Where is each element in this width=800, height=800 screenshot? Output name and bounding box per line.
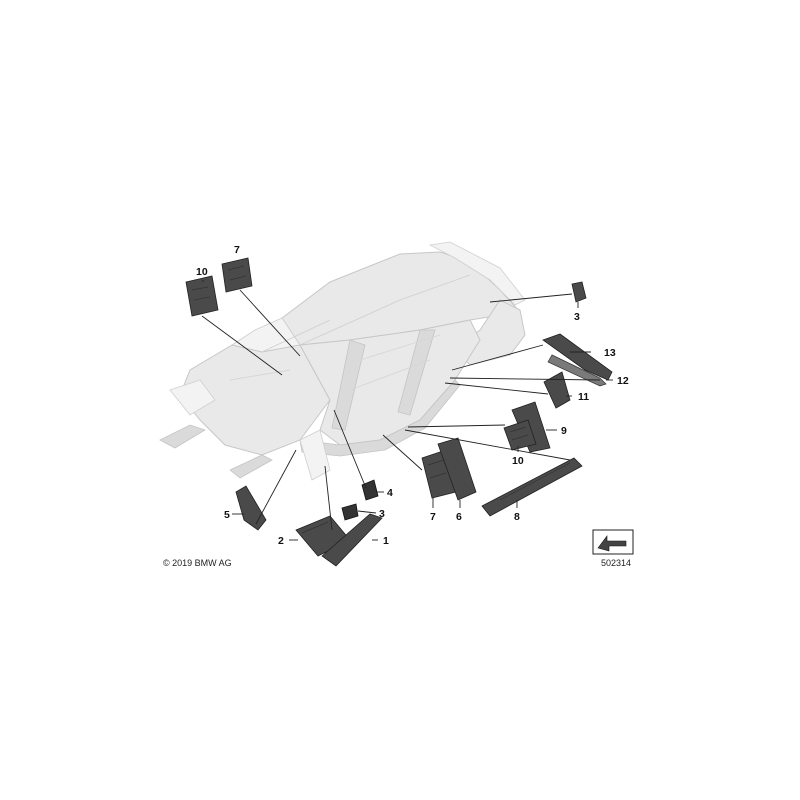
part-8-sill — [481, 457, 583, 517]
callout-13: 13 — [604, 347, 616, 359]
callout-8: 8 — [514, 511, 520, 523]
callout-7-top: 7 — [234, 244, 240, 256]
callout-5: 5 — [224, 509, 230, 521]
callout-12: 12 — [617, 375, 629, 387]
leader-lines — [201, 280, 613, 541]
part-5-bracket — [235, 485, 267, 531]
copyright-text: © 2019 BMW AG — [163, 558, 232, 568]
part-3-clip-lower — [341, 503, 359, 521]
callout-11: 11 — [578, 391, 589, 403]
part-13-strip — [542, 333, 613, 381]
orientation-arrow-icon — [592, 529, 634, 555]
part-11-bracket — [543, 371, 571, 409]
callout-10-lower: 10 — [512, 455, 524, 467]
callout-10-top: 10 — [196, 266, 208, 278]
part-6-panel — [437, 437, 477, 501]
part-4-cap — [361, 479, 379, 501]
part-10-top — [185, 275, 219, 317]
parts — [185, 257, 613, 567]
part-12-rod — [547, 354, 607, 387]
callout-4: 4 — [387, 487, 393, 499]
part-10-panel — [503, 419, 537, 451]
callout-1: 1 — [383, 535, 389, 547]
callouts: 10 7 3 13 12 11 9 10 4 3 5 2 1 7 6 8 — [196, 244, 629, 547]
callout-3-lower: 3 — [379, 508, 385, 520]
callout-6: 6 — [456, 511, 462, 523]
reference-number: 502314 — [601, 558, 631, 568]
callout-7-lower: 7 — [430, 511, 436, 523]
part-3-clip-top — [571, 281, 587, 303]
car-body-shell — [159, 241, 526, 481]
part-7-top — [221, 257, 253, 293]
callout-2: 2 — [278, 535, 284, 547]
callout-3-top: 3 — [574, 311, 580, 323]
part-1-trim — [321, 513, 383, 567]
callout-9: 9 — [561, 425, 567, 437]
